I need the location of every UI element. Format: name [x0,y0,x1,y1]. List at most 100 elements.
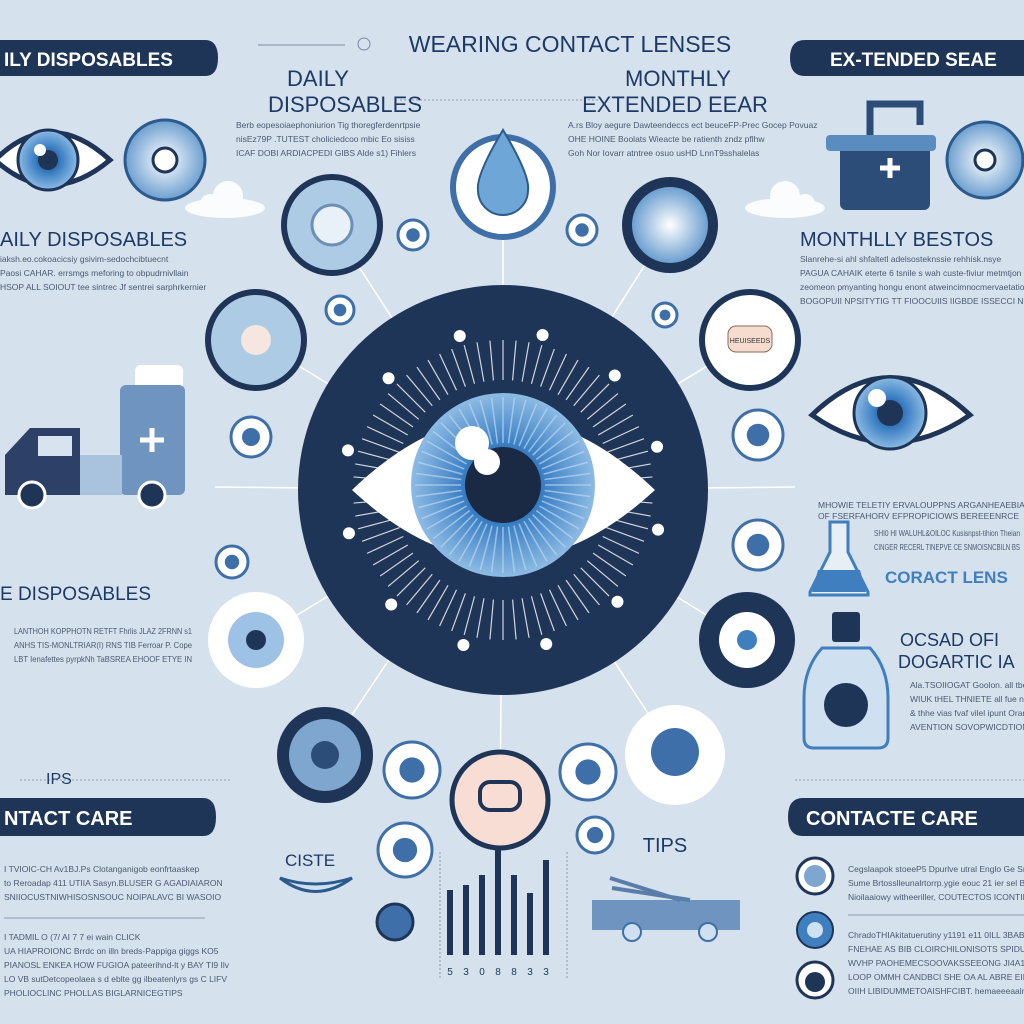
right-body: zeomeon pmyanting hongu enont atweincimn… [800,282,1024,292]
iris-fiber [541,450,585,470]
ring-dot [457,639,470,652]
right-body: Sume Brtosslleunalrtorrp.ygie eouc 21 ie… [848,878,1024,888]
bar [463,885,469,955]
care-icon [796,911,834,949]
care-icon [795,960,835,1000]
bar [543,860,549,955]
ray [597,544,634,566]
lens-burst-circle [208,592,304,688]
tips-label: TIPS [643,835,687,857]
ray [451,593,466,632]
right-body: Ala.TSOIIOGAT Goolon. all tbe dogsoliica… [910,680,1024,690]
ray [580,383,610,413]
ray [592,403,627,428]
right-heading-contact-lens: CORACT LENS [885,568,1008,587]
ray [530,596,543,636]
right-body: Nioilaaiowy witheeriller, COUTECTOS ICON… [848,892,1024,902]
ray [565,579,590,614]
iris-fiber [440,514,474,548]
small-lens-center [333,303,347,317]
right-body: & thhe vias fvaf vilel ipunt Oranchesee [910,708,1024,718]
ray [548,589,567,627]
iris-fiber [544,472,591,481]
ring-dot [536,328,549,341]
left-body: I TVIOIC-CH Av1BJ.Ps Clotanganigob eonfr… [4,864,200,874]
ray [396,567,426,597]
left-body: ANHS TIS-MONLTRIAR(I) RNS TIB Ferroar P.… [14,640,192,650]
ray [540,593,555,632]
banner-bottom-left-label: NTACT CARE [4,808,133,830]
right-body: PAGUA CAHAIK eterte 6 tsnile s wah custe… [800,268,1022,278]
small-lens-center [406,228,420,242]
ray [427,359,449,396]
right-body: MHOWIE TELETIY ERVALOUPPNS ARGANHEAEBIA [818,500,1024,510]
ray [606,527,645,542]
gear-icon [375,902,415,942]
banner-top-left-label: ILY DISPOSABLES [4,50,173,71]
iris-fiber [518,523,538,567]
right-body: SHI0 HI WALUHL&OILOC Kusisnpst-tihion Th… [874,528,1020,538]
ray [521,342,530,382]
ray [573,573,600,606]
ray [463,344,476,384]
label-circle: HEUISEEDS [699,289,801,391]
badge-text: HEUISEEDS [730,338,771,345]
lens-circle [277,707,373,803]
lens-burst-circle [625,705,725,805]
lens-gear-circle [622,177,718,273]
iris-fiber [479,399,493,445]
iris-fiber [527,517,558,556]
ray [557,359,579,396]
ray [565,366,590,401]
left-body: Paosi CAHAR. errsmgs meforing to obpudrn… [0,268,189,278]
eye-drops-bottle-icon [802,612,890,750]
small-lens-center [586,826,604,844]
bar [511,875,517,955]
banner-top-right: EX-TENDED SEAE [790,40,1024,76]
solution-bottle-icon [808,520,870,597]
right-body: OF FSERFAHORV EFPROPICIOWS BEREEENRCE [818,511,1019,521]
bar-label: 0 [479,967,485,978]
bar-label: 5 [447,967,453,978]
ray [557,584,579,621]
lens-circle [281,174,383,276]
ray [387,393,420,420]
ring-dot [341,444,354,457]
ray [489,340,495,381]
ray [476,342,485,382]
monthly-body: Goh Nor Iovarr atntree osuo usHD LnnT9ss… [568,148,759,158]
car-icon [592,876,740,942]
iris-fiber [543,461,589,475]
ray [511,599,517,640]
iris-fiber [544,489,591,498]
iris-fiber [532,422,566,456]
contact-lens-icon [123,118,207,202]
bar-label: 8 [495,967,501,978]
right-body: AVENTION SOVOPWICDTIONAC OOPUS [910,722,1024,732]
monthly-heading-line1: MONTHLY [625,66,731,91]
iris-fiber [541,500,585,520]
ring-dot [453,329,466,342]
right-heading-monthly: MONTHLLY BESTOS [800,229,993,251]
small-lens-center [746,533,770,557]
page-title: WEARING CONTACT LENSES [409,31,731,57]
iris-fiber [417,495,463,509]
right-body: CINGER RECERL TINEPVE CE SNMOISNCBILN BS [874,542,1020,552]
iris-fiber [421,450,465,470]
ray [366,535,404,554]
left-body: iaksh.eo.cokoacicsiy gsivim-sedochcibtue… [0,254,169,264]
ray [361,527,400,542]
iris-fiber [458,520,483,562]
ray [439,353,458,391]
right-body: Slanrehe-si ahl shfaltetl adelsosteknssi… [800,254,1002,264]
small-lens-center [224,554,240,570]
ray [530,344,543,384]
central-eye-diagram [298,285,708,695]
small-lens-center [575,223,589,237]
right-heading-3a: OCSAD OFI [900,630,999,650]
right-body: Cegslaapok stoeeP5 Dpurlve utral Englo G… [848,864,1024,874]
ray [521,598,530,638]
contact-lens-icon [945,120,1024,200]
ray [372,414,409,436]
